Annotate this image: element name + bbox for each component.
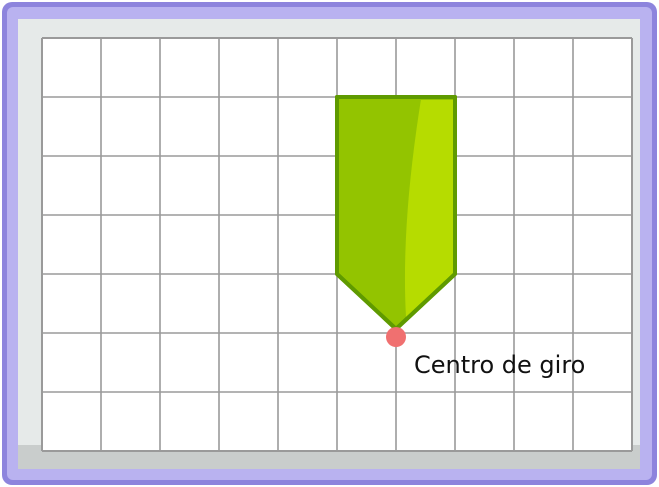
shape-outline	[335, 95, 457, 331]
shape-highlight	[404, 100, 453, 317]
green-arrow-shape	[335, 95, 457, 331]
pivot-point	[386, 327, 406, 347]
pivot-label: Centro de giro	[414, 351, 585, 379]
